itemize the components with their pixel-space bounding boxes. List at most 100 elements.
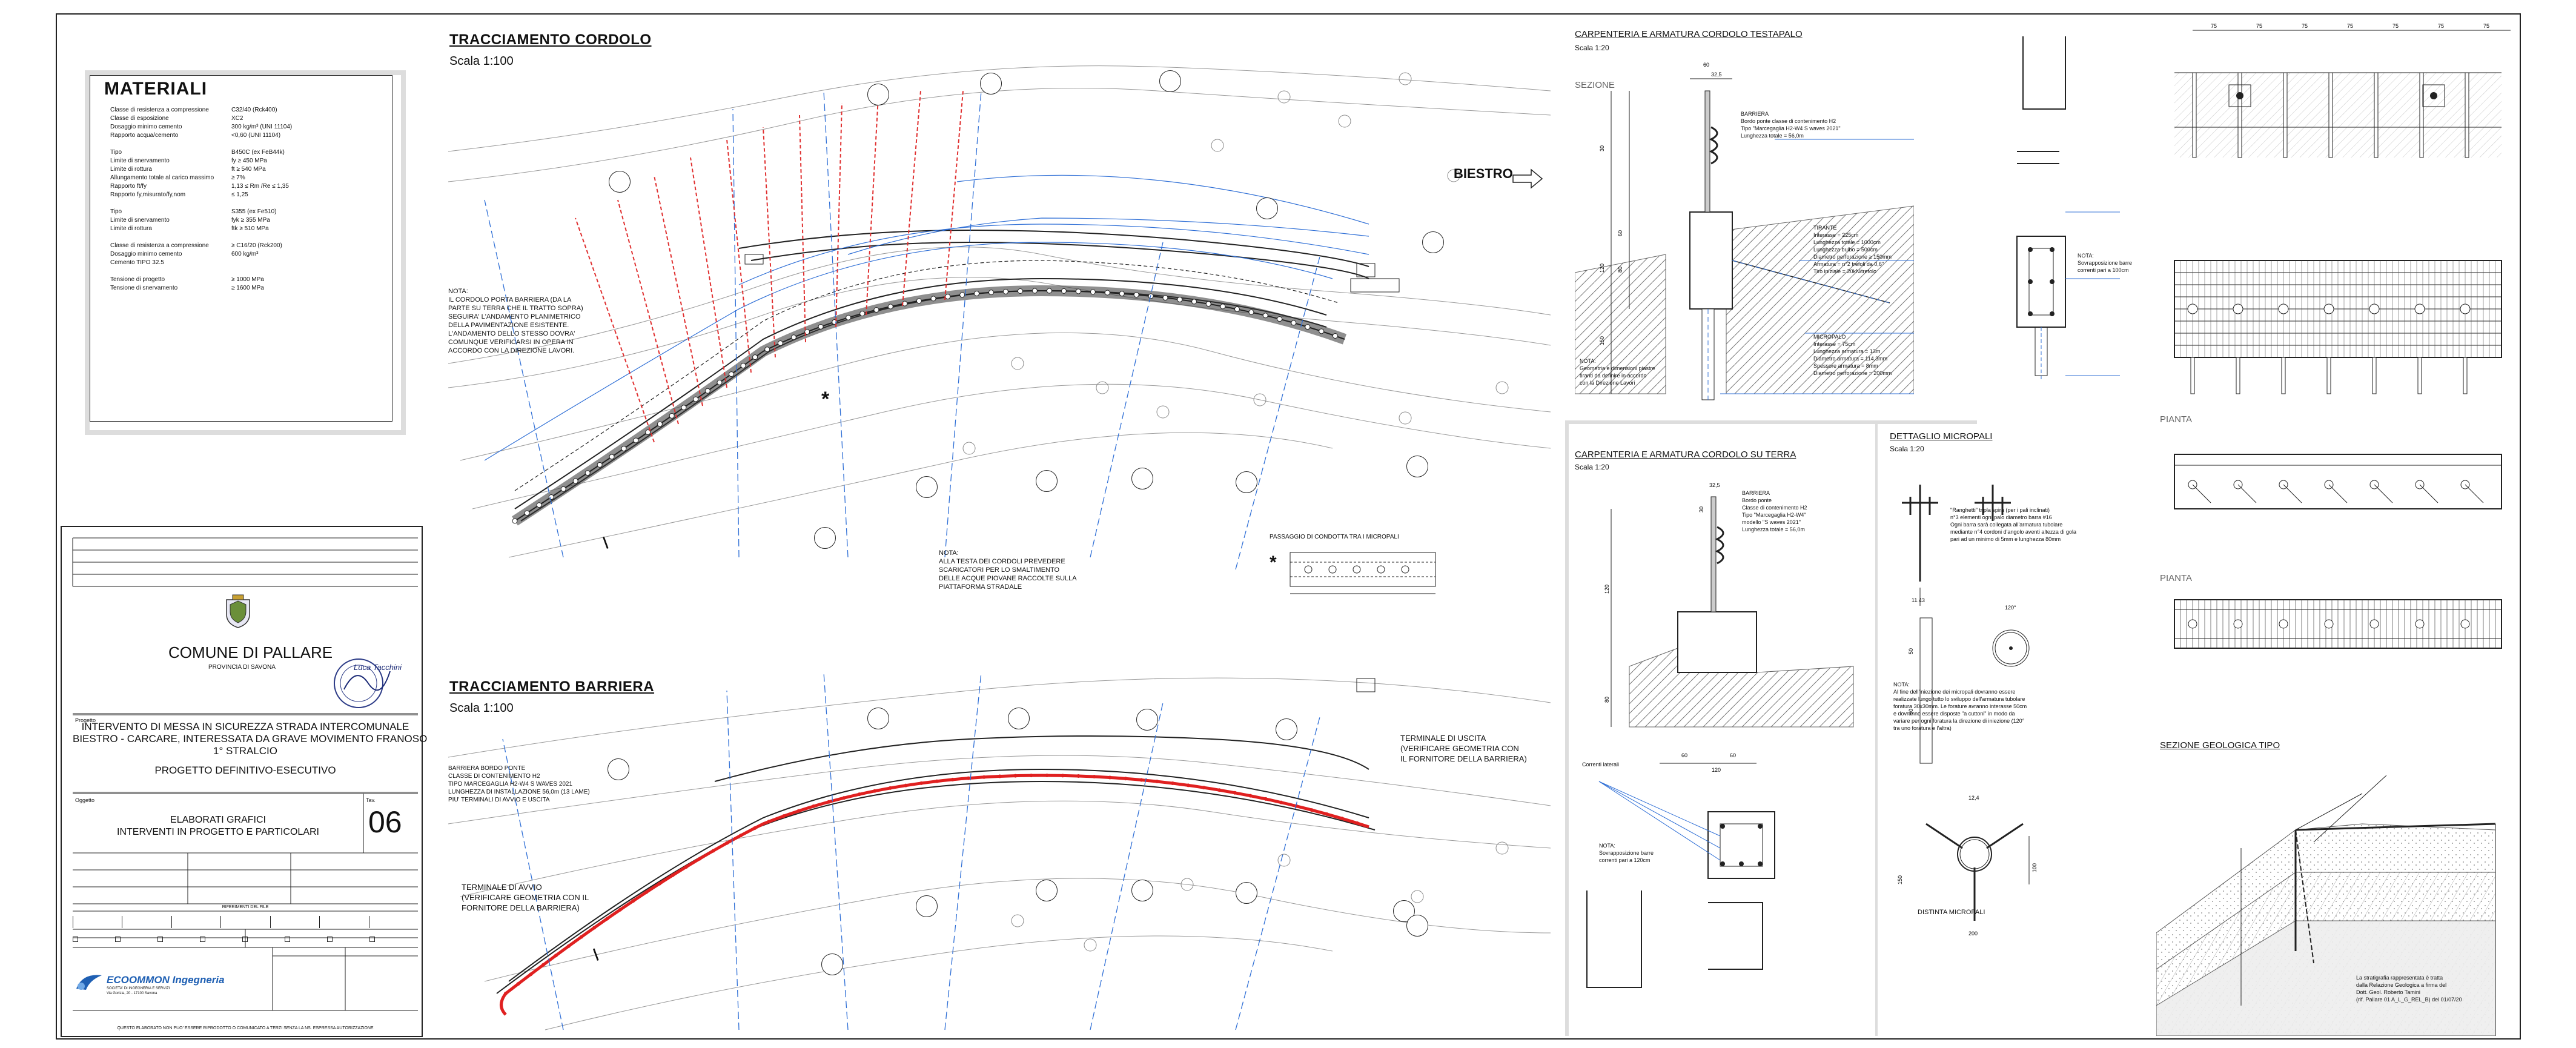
project-phase: PROGETTO DEFINITIVO-ESECUTIVO: [154, 764, 336, 776]
micropile-dot: [1104, 290, 1110, 296]
dimension-label: 150: [1599, 336, 1605, 345]
micropile-dot: [2415, 619, 2425, 629]
barrier-post: [1061, 774, 1065, 778]
micropile-dot: [536, 502, 542, 508]
materials-row-label: Classe di resistenza a compressione: [110, 242, 209, 249]
micropile-dot: [2278, 303, 2289, 314]
micropile-dot: [693, 396, 699, 402]
micropile-dot: [764, 347, 770, 353]
checks-row: [73, 929, 418, 947]
micropile-dot: [1002, 288, 1008, 294]
section-mark: [608, 758, 629, 780]
micropile-dot: [2323, 303, 2334, 314]
dimension-label: 30: [1599, 145, 1605, 151]
barrier-post: [1325, 812, 1329, 816]
summary-row: [1918, 941, 2069, 952]
barrier-post: [644, 890, 648, 894]
sheet-number: 06: [368, 805, 402, 839]
testapalo-rebar-shapes: [2016, 36, 2120, 382]
materials-box-inner: [90, 75, 392, 422]
pile-post: [2463, 357, 2468, 394]
cordolo-note-2-line: NOTA:: [939, 549, 959, 557]
barrier-post: [554, 953, 558, 958]
section-mark: [609, 171, 631, 193]
micropile-dot: [1277, 316, 1283, 322]
micropile-dot: [752, 354, 758, 360]
tr-barrier-line: Bordo ponte: [1742, 497, 1772, 503]
micropile-dot: [818, 323, 824, 330]
barrier-post: [998, 774, 1002, 778]
materials-row-label: Dosaggio minimo cemento: [110, 124, 182, 130]
tp-rebar-note-line: Sovrapposizione barre: [2078, 260, 2133, 266]
micropile-dot: [1291, 320, 1297, 326]
section-mark: [1256, 197, 1278, 219]
micropile-dot: [2324, 619, 2334, 629]
micropile-dot: [859, 311, 866, 317]
checkbox-icon: [73, 937, 78, 943]
tie-line: [2237, 484, 2257, 503]
micropile-dot: [2233, 303, 2243, 314]
dimension-label: 75: [2483, 23, 2489, 29]
mp-note-line: tra uno foratura e l'altra): [1893, 725, 1952, 731]
project-title: INTERVENTO DI MESSA IN SICUREZZA STRADA …: [73, 721, 427, 757]
project-title-line: INTERVENTO DI MESSA IN SICUREZZA STRADA …: [81, 721, 409, 732]
micropile-dot: [1305, 324, 1311, 330]
tr-barrier-line: BARRIERA: [1742, 490, 1770, 496]
barrier-post: [1233, 791, 1237, 795]
materials-title: MATERIALI: [104, 79, 208, 99]
micropile-dot: [572, 478, 578, 484]
dimension-label: 120: [1604, 585, 1610, 594]
dimension-label: 60: [1703, 62, 1709, 68]
pile-post: [2465, 72, 2469, 158]
mp-note-line: e dovranno essere disposte "a cuttoni" i…: [1893, 711, 2015, 717]
section-mark: [1159, 70, 1181, 92]
section-mark: [1236, 471, 1257, 493]
micropile-dot: [1061, 288, 1067, 294]
tr-barrier-line: modello "S waves 2021": [1742, 519, 1801, 525]
dimension-label: 120: [1599, 264, 1605, 273]
tp-barrier-line: Lunghezza totale = 56,0m: [1741, 133, 1804, 139]
micropile-dot: [1248, 309, 1254, 315]
micropile-dot: [1262, 313, 1268, 319]
direction-arrow-icon: [1512, 168, 1543, 189]
cordolo-note-line: NOTA:: [448, 288, 468, 295]
dimension-label: 75: [2302, 23, 2308, 29]
barrier-post: [1355, 821, 1359, 825]
micropile-dot: [597, 462, 603, 468]
cordolo-note-2-line: ALLA TESTA DEI CORDOLI PREVEDERE: [939, 558, 1065, 565]
materials-row-value: ft ≥ 540 MPa: [231, 166, 266, 173]
barrier-post: [1045, 774, 1049, 778]
geo-section-drawing: [2156, 775, 2496, 1036]
materials-row-value: ≥ C16/20 (Rck200): [231, 242, 282, 249]
cordolo-note-line: DELLA PAVIMENTAZIONE ESISTENTE.: [448, 322, 569, 329]
company-sub-line: Via Gorizia, 20 - 17100 Savona: [107, 992, 157, 995]
barrier-post: [541, 963, 546, 967]
checkbox-icon: [242, 937, 248, 943]
materials-row: Allungamento totale al carico massimo≥ 7…: [110, 174, 389, 183]
barrier-post: [752, 826, 757, 831]
barrier-post: [1217, 788, 1222, 792]
cordolo-note-line: IL CORDOLO PORTA BARRIERA (DA LA: [448, 296, 572, 303]
tp-bottom-line: con la Direzione Lavori: [1580, 380, 1635, 386]
dimension-label: 50: [1908, 648, 1914, 654]
micropile-dot: [2188, 619, 2197, 629]
micropile-dot: [873, 307, 879, 313]
barrier-post: [888, 786, 892, 790]
plan-cordolo-title: TRACCIAMENTO CORDOLO: [449, 32, 652, 48]
geo-note-line: Dott. Geol. Roberto Tamini: [2356, 989, 2420, 995]
dimension-label: 50: [1908, 709, 1914, 715]
mp-note-line: variare per ogni foratura la direzione d…: [1893, 718, 2025, 724]
geo-note-line: La stratigrafia rappresentata è tratta: [2356, 975, 2443, 981]
micropile-dot: [704, 388, 710, 394]
section-mark: [1131, 880, 1153, 901]
subject-label: Oggetto: [75, 797, 95, 803]
barrier-post: [711, 849, 715, 853]
materials-row-label: Limite di snervamento: [110, 217, 170, 224]
municipality-name: COMUNE DI PALLARE: [168, 643, 333, 662]
tp-tie-line: Interasse = 225cm: [1813, 232, 1859, 238]
